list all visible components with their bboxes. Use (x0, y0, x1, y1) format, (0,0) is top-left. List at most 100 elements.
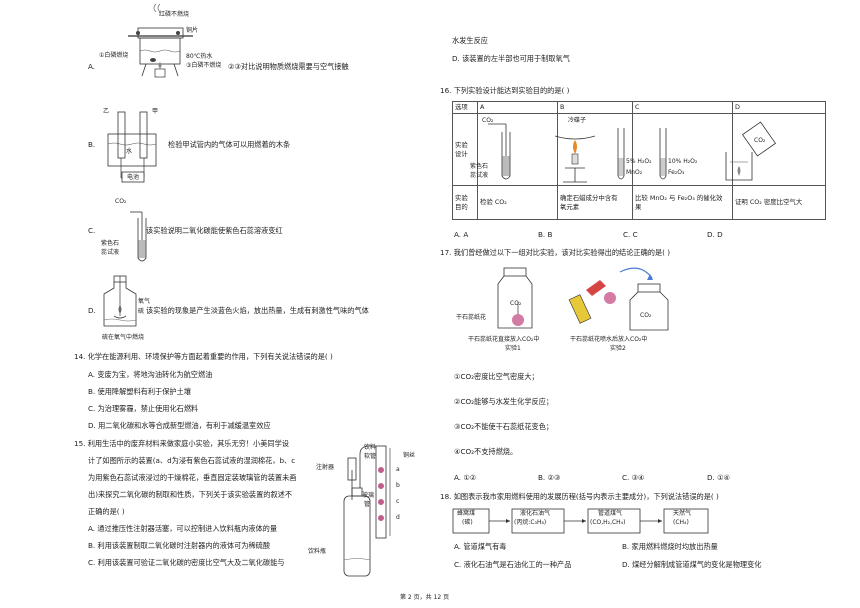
bottle-apparatus-figure (343, 445, 391, 577)
q16-header-option: 选项 (452, 101, 478, 114)
q18-flow-diagram (452, 508, 709, 534)
q15-option-b: B. 利用该装置制取二氧化碳时注射器内的液体可为稀硫酸 (88, 541, 271, 550)
q18-flow-1-name: 蜂窝煤 (457, 510, 476, 517)
q16-purpose-d: 证明 CO₂ 密度比空气大 (732, 185, 826, 220)
fig-b-label-2: 甲 (152, 108, 159, 115)
q15-stem-3: 为用紫色石蕊试液浸过的干燥棉花，垂直固定装玻璃管的装置未画 (88, 473, 297, 482)
combustion-apparatus-figure (128, 3, 193, 78)
fig-a-label-1: ①白磷燃烧 (99, 52, 129, 59)
q16-fig-label-h2o2-10: 10% H₂O₂ (668, 158, 698, 165)
q16-table: 选项 A B C D 实验 设计 实验 目的 检验 CO₂ 确定石蜡成分中含有 … (452, 101, 826, 220)
q15-fig-label-7: 饮料瓶 (308, 548, 327, 555)
q16-purpose-c-text-2: 果 (635, 202, 642, 211)
q18-flow-4-sub: (CH₄) (673, 519, 689, 526)
fig-c-label-1: CO₂ (115, 198, 127, 205)
option-c-letter: C. (88, 226, 96, 235)
q16-purpose-b-text-2: 氧元素 (560, 202, 580, 211)
q14-option-d: D. 用二氧化碳和水等合成新型燃油，有利于减缓温室效应 (88, 421, 271, 430)
fig-a-label-2: 红磷不燃烧 (159, 11, 190, 18)
q17-stem: 17. 我们曾经做过以下一组对比实验，该对比实验得出的结论正确的是( ) (440, 248, 671, 257)
q15-option-a: A. 通过推压性注射器活塞，可以控制进入饮料瓶内液体的量 (88, 524, 278, 533)
q16-header-b: B (557, 101, 633, 114)
q17-statement-4: ④CO₂不支持燃烧。 (454, 447, 518, 456)
fig-b-label-1: 乙 (103, 108, 110, 115)
page-footer: 第 2 页，共 12 页 (400, 594, 450, 601)
option-b-text: 检验甲试管内的气体可以用燃着的木条 (168, 140, 291, 149)
q16-fig-label-fe2o3: Fe₂O₃ (668, 169, 685, 176)
q14-option-b: B. 使用降解塑料有利于保护土壤 (88, 387, 191, 396)
option-a-text: ②③对比说明物质燃烧需要与空气接触 (228, 62, 349, 71)
electrolysis-figure (107, 111, 157, 183)
q16-purpose-b-text-1: 确定石蜡成分中含有 (560, 193, 618, 202)
q15-stem-1: 15. 利用生活中的废弃材料来做家庭小实验，其乐无穷！小美同学设 (74, 439, 289, 448)
q16-purpose-d-text: 证明 CO₂ 密度比空气大 (735, 198, 803, 206)
q16-row-purpose-label: 实验 目的 (452, 185, 478, 220)
q15-fig-label-2: 饮料 (364, 444, 377, 451)
q16-purpose-b: 确定石蜡成分中含有 氧元素 (557, 185, 633, 220)
q16-header-c: C (632, 101, 733, 114)
q16-figure-d (725, 121, 777, 181)
co2-litmus-figure (130, 211, 147, 262)
fig-d-label-2: 硫 (138, 308, 145, 315)
q17-option-a: A. ①② (454, 473, 477, 482)
q16-fig-label-co2-d: CO₂ (754, 137, 766, 144)
q18-stem: 18. 如图表示我市家用燃料使用的发展历程(括号内表示主要成分)，下列说法错误的… (440, 492, 719, 501)
q15-stem-4: 出)来探究二氧化碳的制取和性质，下列关于该实验装置的叙述不 (88, 490, 293, 499)
q16-purpose-a: 检验 CO₂ (477, 185, 558, 220)
q18-flow-3-sub: (CO,H₂,CH₄) (590, 519, 626, 526)
q16-purpose-label-2: 目的 (455, 202, 468, 211)
q15-fig-label-b: b (396, 482, 400, 489)
q16-header-a: A (477, 101, 558, 114)
q16-option-b: B. B (538, 230, 553, 239)
q14-option-c: C. 为治理雾霾，禁止使用化石燃料 (88, 404, 199, 413)
fig-a-label-3: 铜片 (186, 27, 199, 34)
q18-flow-3-name: 管道煤气 (598, 510, 623, 517)
q18-option-b: B. 家用燃料燃烧时均放出热量 (622, 542, 718, 551)
q15-fig-label-3: 软管 (364, 453, 377, 460)
q18-flow-2-name: 液化石油气 (520, 510, 551, 517)
option-b-letter: B. (88, 140, 96, 149)
q16-fig-label-co2-a: CO₂ (482, 117, 494, 124)
q17-fig-paper-flower: 干石蕊纸花 (456, 314, 487, 321)
q15-fig-label-a: a (396, 466, 400, 473)
option-d-text: 该实验的现象是产生淡蓝色火焰，放出热量，生成有刺激性气味的气体 (146, 306, 369, 315)
q16-stem: 16. 下列实验设计能达到实验目的的是( ) (440, 86, 570, 95)
q16-design-a (477, 113, 558, 186)
q18-option-d: D. 煤经分解制成管道煤气的变化是物理变化 (622, 560, 762, 569)
q14-stem: 14. 化学在能源利用、环境保护等方面起着重要的作用，下列有关说法错误的是( ) (74, 352, 333, 361)
q17-option-d: D. ①④ (707, 473, 730, 482)
q15-fig-label-d: d (396, 514, 400, 521)
q15-option-d: D. 该装置的左半部也可用于制取氧气 (452, 54, 570, 63)
q15-fig-label-c: c (396, 498, 400, 505)
q16-option-a: A. A (454, 230, 469, 239)
q16-purpose-c-text-1: 比较 MnO₂ 与 Fe₂O₃ 的催化效 (635, 193, 723, 202)
q16-option-d: D. D (707, 230, 723, 239)
q16-design-d (732, 113, 826, 186)
q17-caption-2-line2: 实验2 (610, 345, 626, 352)
q15-stem-5: 正确的是( ) (88, 507, 125, 516)
q16-design-c (632, 113, 733, 186)
q16-purpose-c: 比较 MnO₂ 与 Fe₂O₃ 的催化效 果 (632, 185, 733, 220)
option-d-letter: D. (88, 306, 96, 315)
q17-fig-co2-1: CO₂ (510, 300, 522, 307)
q17-statement-2: ②CO₂能够与水发生化学反应； (454, 397, 554, 406)
q16-fig-label-mno2: MnO₂ (626, 169, 643, 176)
q17-caption-2-line1: 干石蕊纸花喷水后放入CO₂中 (570, 336, 648, 343)
q17-option-b: B. ②③ (538, 473, 561, 482)
fig-d-label-1: 氧气 (138, 298, 151, 305)
q16-purpose-a-text: 检验 CO₂ (480, 198, 507, 206)
q15-fig-label-4: 铜丝 (403, 452, 416, 459)
q17-caption-1-line2: 实验1 (505, 345, 521, 352)
fig-a-label-5: ③白磷不燃烧 (186, 62, 222, 69)
q15-fig-label-5: 玻璃 (362, 492, 375, 499)
q18-flow-1-sub: (碳) (462, 519, 473, 526)
option-a-letter: A. (88, 62, 96, 71)
q17-experiment-figure (497, 267, 669, 331)
fig-a-label-4: 80℃热水 (186, 53, 213, 60)
q16-fig-label-litmus-1: 紫色石 (470, 163, 489, 170)
q18-flow-2-sub: (丙烷:C₃H₈) (514, 519, 547, 526)
fig-d-label-3: 硫在氧气中燃烧 (102, 334, 145, 341)
q18-option-c: C. 液化石油气是石油化工的一种产品 (454, 560, 572, 569)
q18-option-a: A. 管道煤气有毒 (454, 542, 507, 551)
sulfur-combustion-figure (103, 275, 137, 327)
